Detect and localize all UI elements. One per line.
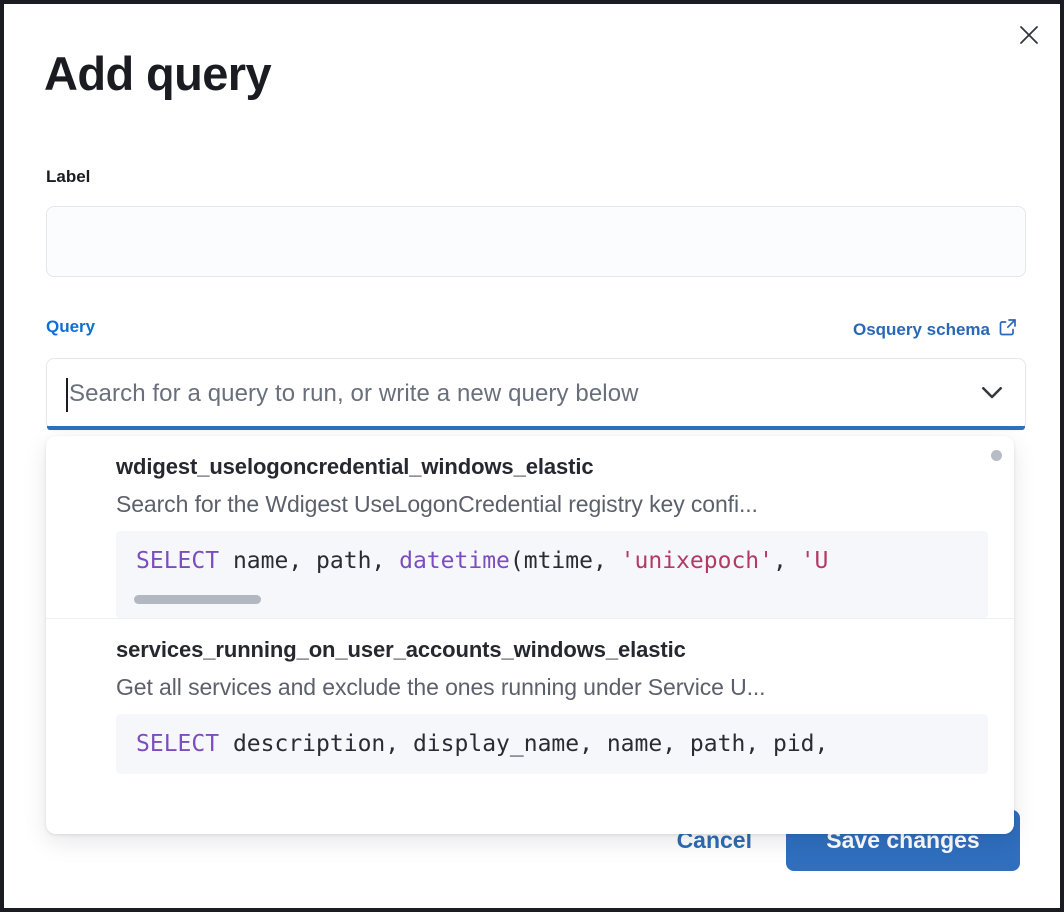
list-item[interactable]: wdigest_uselogoncredential_windows_elast… [46,436,1014,618]
osquery-schema-link-label: Osquery schema [852,319,990,339]
sql-keyword: SELECT [136,548,220,574]
dropdown-scrollbar-thumb[interactable] [991,450,1002,461]
dropdown-bottom-edge [46,833,1014,834]
list-item[interactable]: services_running_on_user_accounts_window… [46,618,1014,774]
sql-columns: name, path, [219,548,400,574]
page-title: Add query [44,47,272,100]
sql-columns: description, display_name, name, path, p… [219,731,829,757]
suggestion-sql-preview[interactable]: SELECT description, display_name, name, … [116,714,988,774]
close-icon [1017,23,1041,47]
query-search-placeholder: Search for a query to run, or write a ne… [69,380,639,407]
suggestion-title: wdigest_uselogoncredential_windows_elast… [116,454,594,479]
add-query-modal: Add query Label Query Osquery schema Sea… [4,4,1060,908]
suggestion-description: Search for the Wdigest UseLogonCredentia… [116,491,758,517]
suggestion-title: services_running_on_user_accounts_window… [116,637,686,662]
text-cursor [66,378,68,412]
chevron-down-icon[interactable] [977,377,1007,412]
external-link-icon [998,317,1018,342]
query-search-combobox[interactable]: Search for a query to run, or write a ne… [46,358,1026,430]
label-input[interactable] [46,206,1026,277]
code-horizontal-scrollbar[interactable] [134,595,261,604]
sql-separator: , [773,548,801,574]
osquery-schema-link[interactable]: Osquery schema [853,317,1018,342]
sql-function: datetime [399,548,510,574]
sql-string-2: 'U [800,548,829,574]
query-suggestions-dropdown[interactable]: wdigest_uselogoncredential_windows_elast… [46,436,1014,834]
label-field-label: Label [46,167,91,186]
sql-args: (mtime, [509,548,621,574]
close-button[interactable] [1012,18,1046,52]
suggestion-description: Get all services and exclude the ones ru… [116,674,766,700]
sql-string-1: 'unixepoch' [620,548,773,574]
suggestion-sql-preview[interactable]: SELECT name, path, datetime(mtime, 'unix… [116,531,988,618]
sql-keyword: SELECT [136,731,220,757]
query-field-label: Query [46,317,96,336]
